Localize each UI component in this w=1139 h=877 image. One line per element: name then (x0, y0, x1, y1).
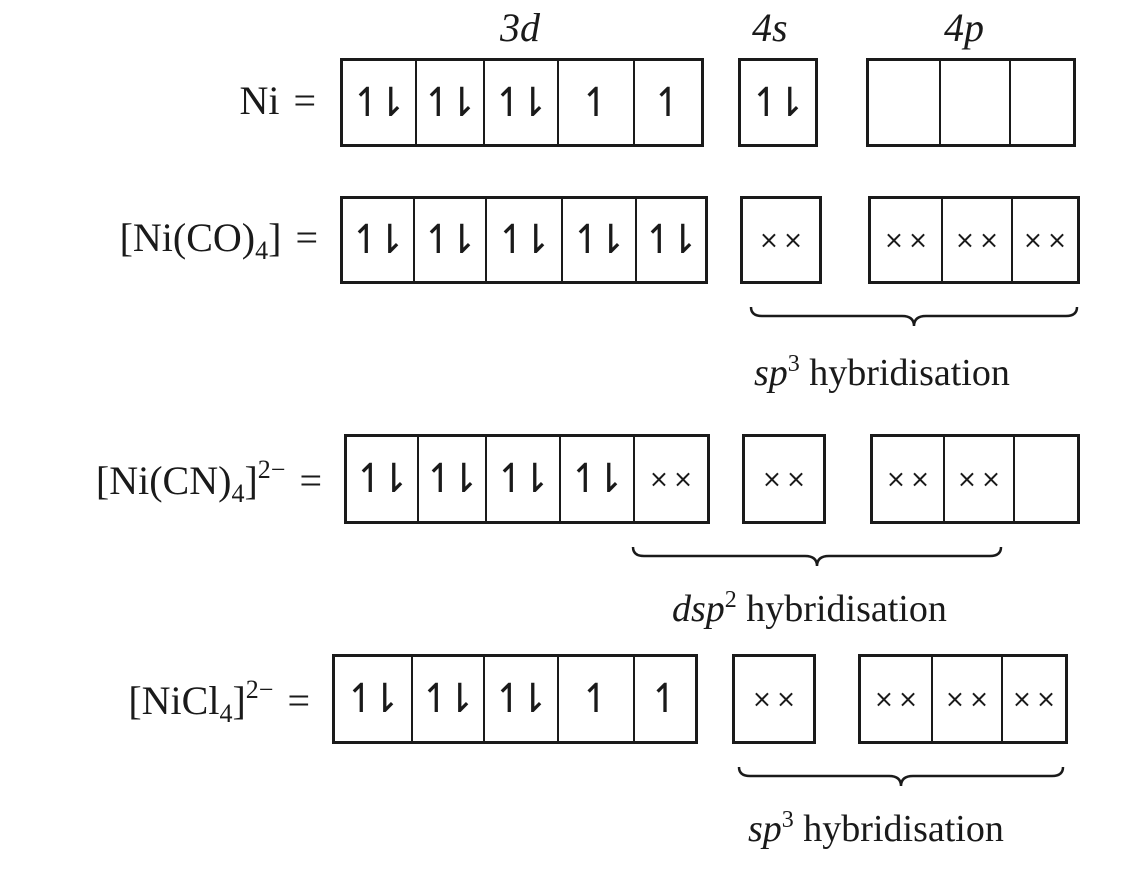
electron-pair-arrows: ↿⇂ (485, 437, 559, 521)
header-4s: 4s (752, 5, 788, 50)
hybrid-prefix: sp (754, 352, 788, 394)
electron-pair-arrows: ↿⇂ (559, 437, 633, 521)
equals-sign: = (299, 458, 322, 503)
hybridisation-brace (749, 306, 1079, 327)
electron-pair-arrows: ↿⇂ (483, 61, 557, 144)
orbital-group-4p: ×××××× (868, 196, 1080, 284)
empty-orbital-box (1013, 437, 1077, 521)
row-label: [Ni(CN)4]2− = (96, 457, 322, 507)
empty-orbital-box (1009, 61, 1073, 144)
orbital-group-4s: ×× (742, 434, 826, 524)
electron-pair-arrows: ↿⇂ (415, 61, 483, 144)
ligand-electron-pair: ×× (873, 685, 923, 713)
electron-pair-arrows: ↿⇂ (349, 217, 406, 263)
label-subscript: 4 (255, 236, 269, 265)
electron-pair-arrows: ↿⇂ (411, 657, 483, 741)
hybridisation-brace (737, 766, 1065, 787)
electron-pair-arrows: ↿⇂ (417, 437, 485, 521)
label-charge: 2− (257, 455, 286, 484)
empty-orbital-box (939, 61, 1009, 144)
hybrid-prefix: dsp (672, 588, 725, 630)
electron-pair-arrows: ↿⇂ (413, 199, 485, 281)
orbital-group-3d: ↿⇂↿⇂↿⇂↿⇂×× (344, 434, 710, 524)
ligand-electron-pair: ×× (758, 226, 808, 254)
empty-orbital-box (869, 61, 939, 144)
electron-pair-arrows: ↿⇂ (561, 199, 635, 281)
ligand-electron-pair: ×× (885, 465, 935, 493)
label-formula: [Ni(CN) (95, 458, 232, 503)
orbital-group-3d: ↿⇂↿⇂↿⇂↿⇂↿⇂ (340, 196, 708, 284)
brace-path (749, 306, 1079, 327)
orbital-group-4p (866, 58, 1076, 147)
unpaired-electron-arrow: ↿ (557, 657, 633, 741)
label-charge: 2− (245, 675, 274, 704)
electron-pair-arrows: ↿⇂ (344, 676, 401, 722)
ligand-electron-pair: ×× (941, 199, 1011, 281)
hybrid-superscript: 3 (787, 351, 800, 377)
unpaired-electron-arrow: ↿ (633, 657, 695, 741)
ligand-electron-pair: ×× (1001, 657, 1065, 741)
label-formula: [Ni(CO) (119, 215, 256, 260)
row-label: [Ni(CO)4] = (120, 218, 318, 264)
ligand-electron-pair: ×× (761, 465, 811, 493)
orbital-group-4s: ↿⇂ (738, 58, 818, 147)
ligand-electron-pair: ×× (931, 657, 1001, 741)
unpaired-electron-arrow: ↿ (557, 61, 633, 144)
label-bracket: ] (268, 215, 282, 260)
hybrid-superscript: 2 (724, 587, 737, 613)
orbital-group-4s: ×× (732, 654, 816, 744)
brace-path (631, 546, 1003, 567)
electron-pair-arrows: ↿⇂ (350, 79, 407, 126)
electron-pair-arrows: ↿⇂ (483, 657, 557, 741)
label-formula: Ni (239, 77, 280, 123)
hybrid-prefix: sp (748, 808, 782, 850)
hybridisation-caption: sp3 hybridisation (748, 808, 1004, 848)
ligand-electron-pair: ×× (943, 437, 1013, 521)
electron-pair-arrows: ↿⇂ (635, 199, 705, 281)
equals-sign: = (293, 77, 316, 123)
equals-sign: = (287, 678, 310, 723)
brace-path (737, 766, 1065, 787)
electron-pair-arrows: ↿⇂ (485, 199, 561, 281)
orbital-group-4p: ×× ×× (870, 434, 1080, 524)
label-bracket: ] (232, 678, 246, 723)
electron-pair-arrows: ↿⇂ (353, 456, 410, 502)
hybridisation-caption: dsp2 hybridisation (672, 588, 947, 628)
orbital-group-4s: ×× (740, 196, 822, 284)
header-3d: 3d (500, 5, 540, 50)
hybridisation-brace (631, 546, 1003, 567)
row-label: Ni = (239, 77, 316, 123)
hybrid-text: hybridisation (793, 808, 1004, 850)
ligand-electron-pair: ×× (1011, 199, 1077, 281)
electron-pair-arrows: ↿⇂ (749, 79, 806, 126)
hybrid-text: hybridisation (799, 352, 1010, 394)
orbital-group-3d: ↿⇂↿⇂↿⇂↿↿ (332, 654, 698, 744)
hybridisation-caption: sp3 hybridisation (754, 352, 1010, 392)
ligand-electron-pair: ×× (883, 226, 933, 254)
hybrid-superscript: 3 (781, 807, 794, 833)
orbital-group-4p: ×××××× (858, 654, 1068, 744)
orbital-group-3d: ↿⇂↿⇂↿⇂↿↿ (340, 58, 704, 147)
equals-sign: = (295, 215, 318, 260)
label-formula: [NiCl (128, 678, 220, 723)
label-bracket: ] (244, 458, 258, 503)
ligand-electron-pair: ×× (633, 437, 707, 521)
label-subscript: 4 (231, 479, 245, 508)
unpaired-electron-arrow: ↿ (633, 61, 701, 144)
ligand-electron-pair: ×× (751, 685, 801, 713)
hybrid-text: hybridisation (736, 588, 947, 630)
row-label: [NiCl4]2− = (128, 677, 310, 727)
label-subscript: 4 (219, 699, 233, 728)
header-4p: 4p (944, 5, 984, 50)
